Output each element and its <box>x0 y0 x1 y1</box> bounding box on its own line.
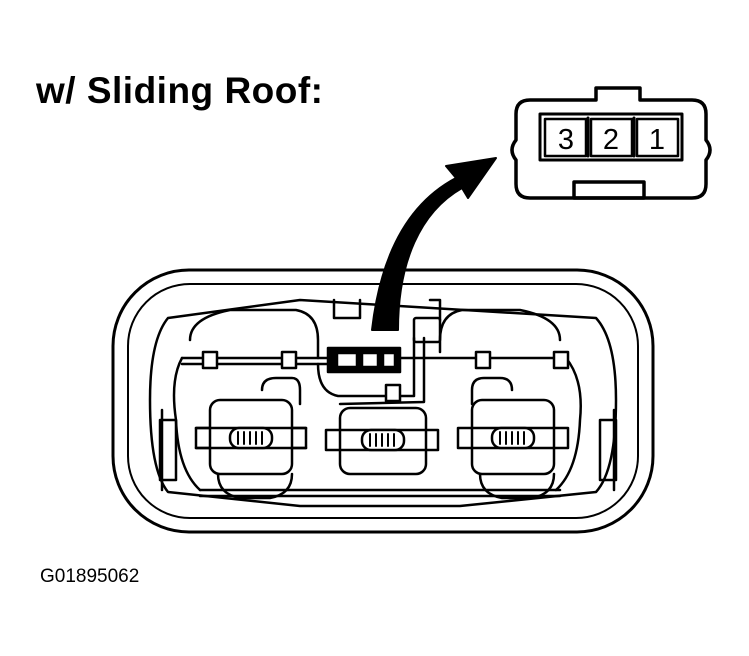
curved-arrow-icon <box>371 157 497 331</box>
pin-label: 1 <box>649 124 665 156</box>
figure-id: G01895062 <box>40 566 140 587</box>
mounting-bosses <box>216 376 556 500</box>
bulb-icon <box>228 426 274 450</box>
connector-housing <box>510 86 712 200</box>
pin-label: 3 <box>558 124 574 156</box>
pin-cavity <box>543 117 588 158</box>
reflector <box>338 406 428 476</box>
side-sockets <box>158 408 618 492</box>
connector-lock-tab <box>572 180 646 200</box>
wire-clips <box>201 350 570 403</box>
lamp-housing <box>111 268 655 534</box>
center-lamp <box>324 406 440 476</box>
bulb-icon <box>490 426 536 450</box>
reflector <box>208 398 294 476</box>
left-lamp <box>194 398 308 476</box>
housing-inner <box>127 283 639 519</box>
pin-cavity <box>635 117 680 158</box>
connector-face: 3 2 1 <box>510 86 712 200</box>
connector-pin-block <box>538 112 684 162</box>
right-lamp <box>456 398 570 476</box>
pin-cavity <box>589 117 634 158</box>
diagram-title: w/ Sliding Roof: <box>36 70 324 111</box>
reflector <box>470 398 556 476</box>
pin-label: 2 <box>603 124 619 156</box>
bulb-icon <box>360 428 406 452</box>
housing-outer <box>111 268 655 534</box>
harness-connector <box>326 316 442 374</box>
